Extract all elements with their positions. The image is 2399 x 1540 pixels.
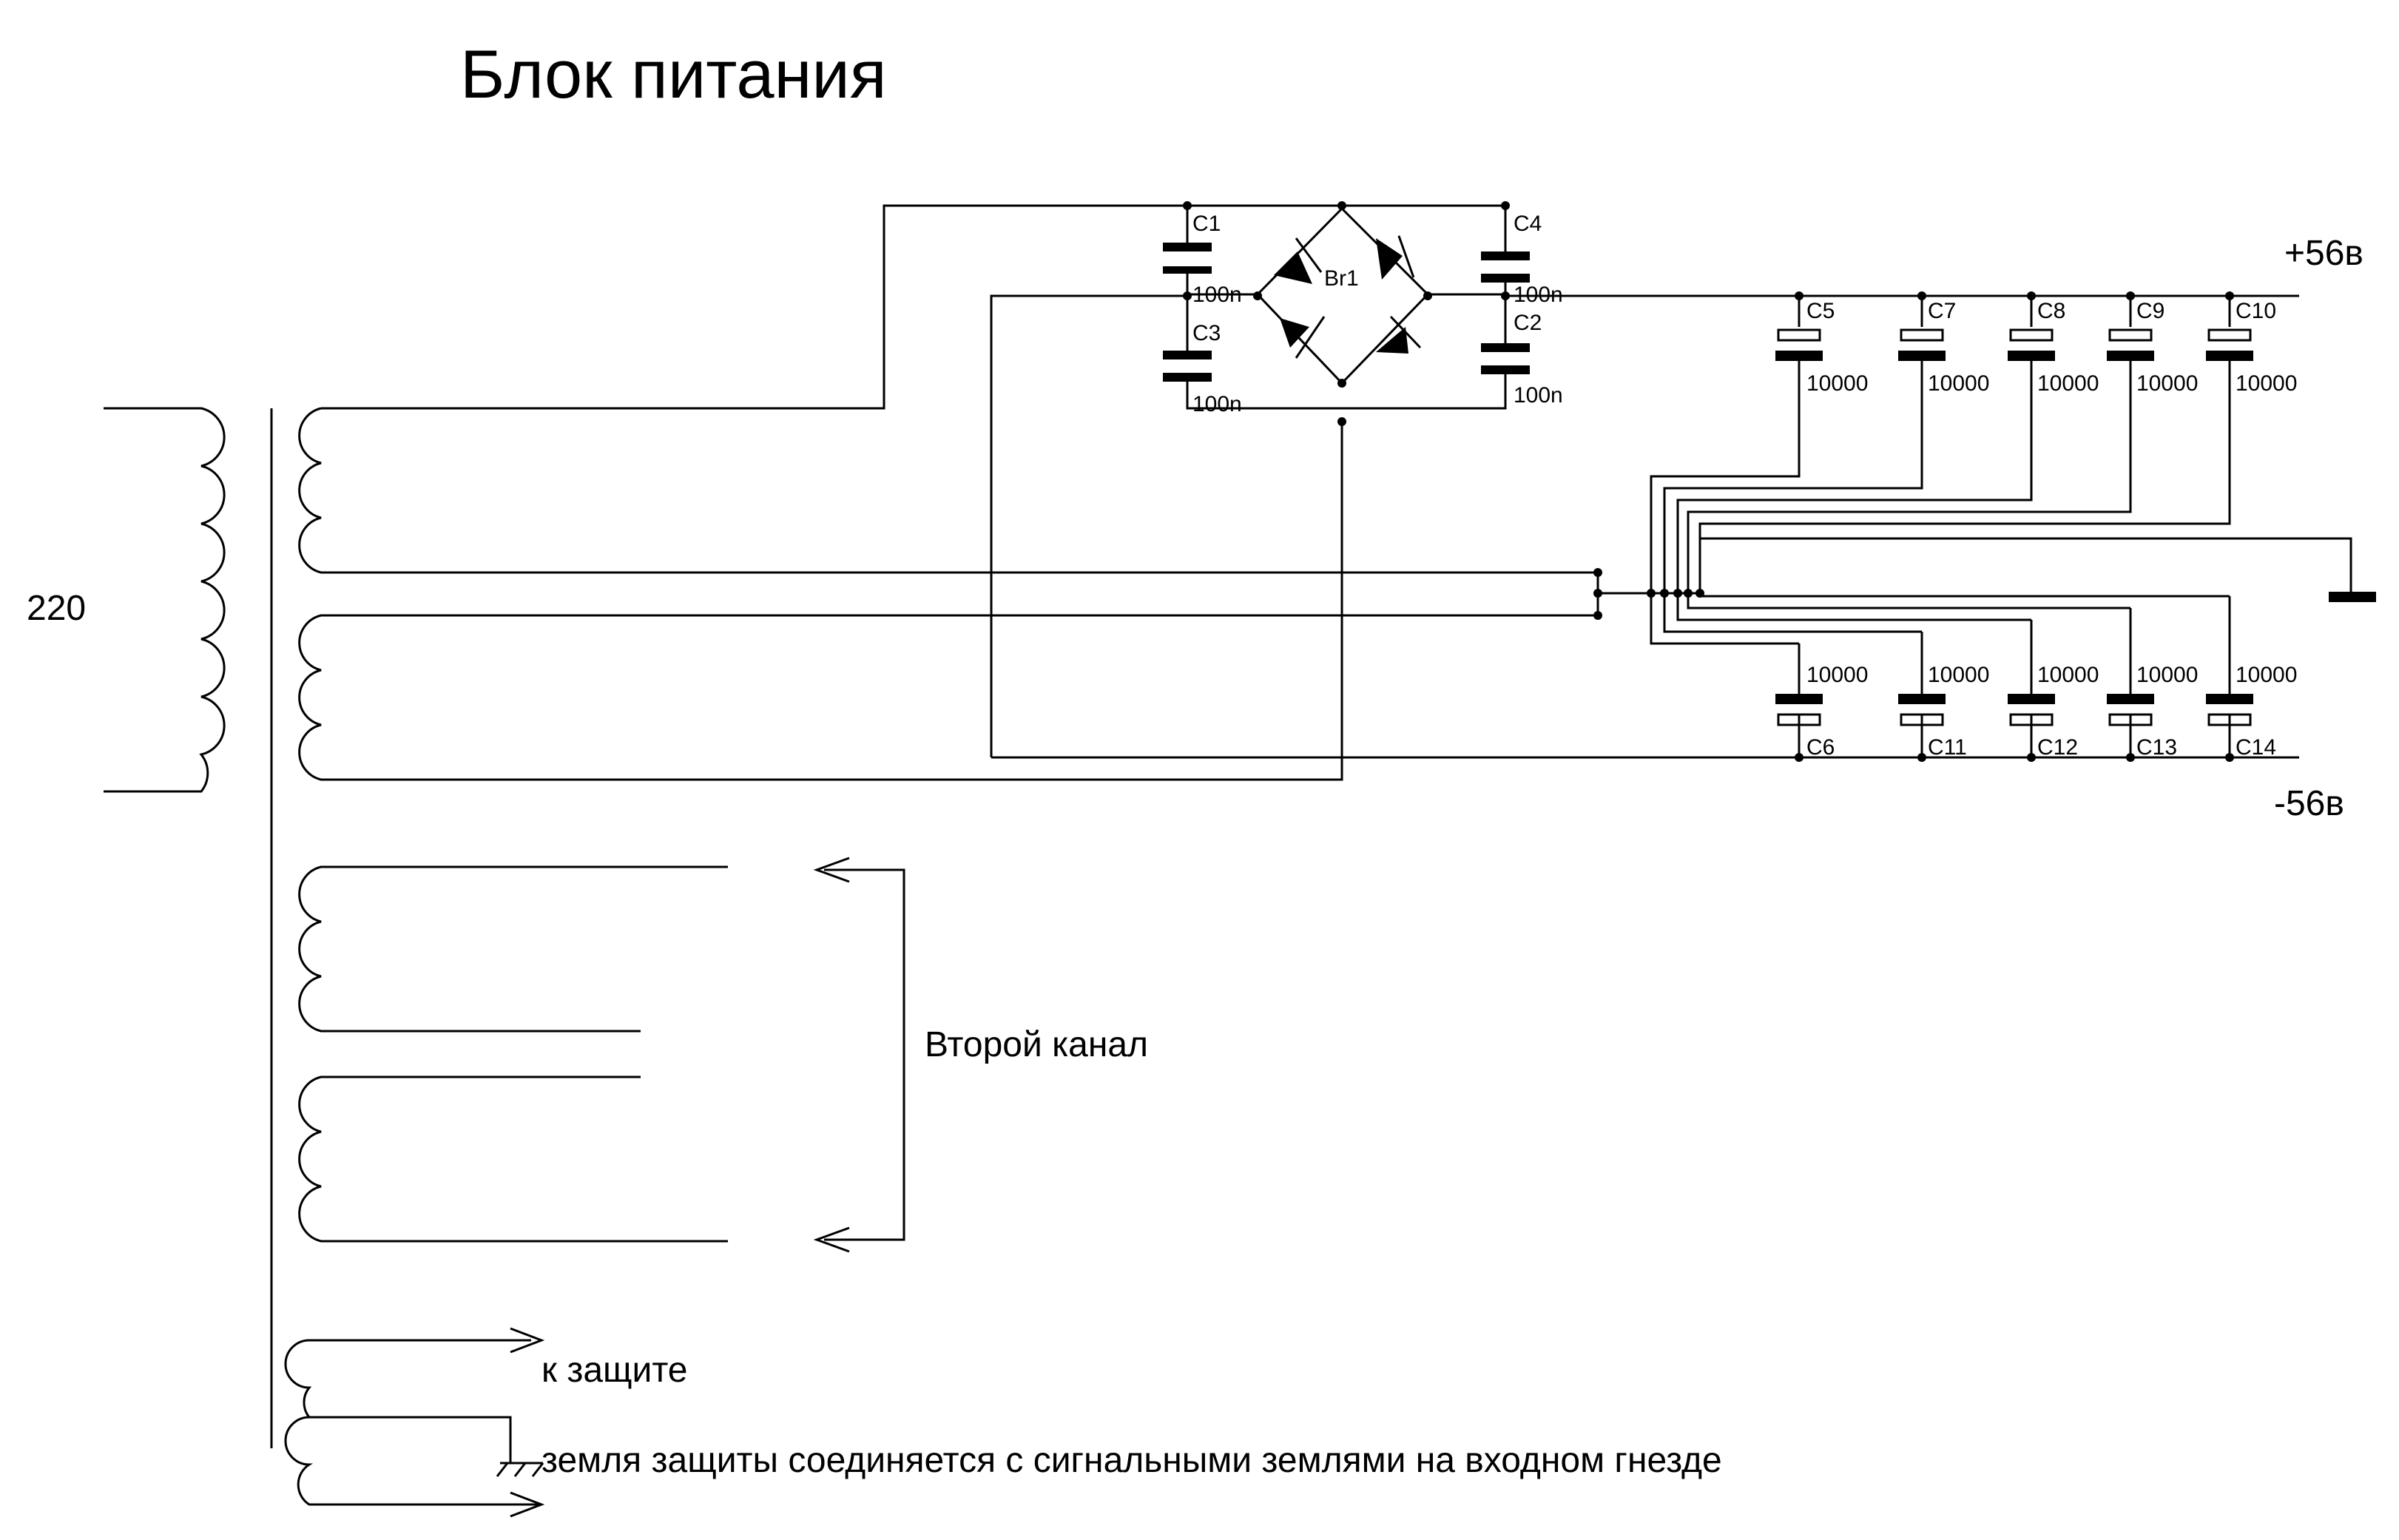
bottom-cap-bank bbox=[1775, 596, 2253, 757]
cap-value: 10000 bbox=[2037, 371, 2099, 396]
cap-ref: C1 bbox=[1192, 212, 1221, 236]
cap-ref: C4 bbox=[1514, 212, 1542, 236]
ground-symbol-icon bbox=[496, 1462, 544, 1477]
cap-value: 10000 bbox=[1806, 663, 1868, 687]
cap-ref: C13 bbox=[2136, 735, 2177, 760]
rail-negative-label: -56в bbox=[2274, 784, 2344, 823]
primary-winding bbox=[104, 407, 226, 793]
secondary-winding-lower bbox=[298, 422, 1598, 781]
cap-ref: C14 bbox=[2236, 735, 2276, 760]
arrow-icon bbox=[813, 857, 850, 883]
cap-ref: C7 bbox=[1928, 299, 1956, 323]
cap-ref: C11 bbox=[1928, 735, 1967, 760]
arrow-icon bbox=[813, 1226, 850, 1253]
cap-value: 10000 bbox=[1806, 371, 1868, 396]
cap-value: 10000 bbox=[1928, 663, 1989, 687]
cap-value: 10000 bbox=[2136, 663, 2198, 687]
input-filter-caps bbox=[1163, 206, 1530, 408]
cap-ref: C9 bbox=[2136, 299, 2165, 323]
second-channel-bracket bbox=[824, 868, 905, 1241]
cap-value: 100n bbox=[1514, 383, 1563, 408]
cap-value: 10000 bbox=[2236, 663, 2297, 687]
protection-winding-a bbox=[284, 1339, 531, 1463]
cap-value: 10000 bbox=[2236, 371, 2297, 396]
cap-ref: C2 bbox=[1514, 311, 1542, 335]
star-ground-wiring bbox=[1596, 459, 2376, 645]
to-protection-label: к защите bbox=[541, 1351, 687, 1390]
cap-ref: C3 bbox=[1192, 321, 1221, 345]
arrow-icon bbox=[510, 1327, 545, 1354]
rail-positive-label: +56в bbox=[2284, 234, 2363, 273]
secondary-winding-upper bbox=[298, 204, 1598, 574]
primary-voltage-label: 220 bbox=[27, 589, 86, 628]
top-cap-bank bbox=[1775, 296, 2253, 518]
cap-ref: C12 bbox=[2037, 735, 2078, 760]
cap-value: 10000 bbox=[2037, 663, 2099, 687]
transformer bbox=[104, 204, 1598, 1506]
feed-bridge-to-negative bbox=[990, 294, 1187, 757]
bridge-label: Br1 bbox=[1324, 266, 1359, 291]
junction-dots bbox=[1183, 201, 2234, 762]
second-channel-winding-a bbox=[298, 865, 728, 1033]
arrow-icon bbox=[510, 1491, 545, 1518]
second-channel-winding-b bbox=[298, 1075, 728, 1243]
cap-value: 10000 bbox=[1928, 371, 1989, 396]
diagram-title: Блок питания bbox=[460, 37, 887, 112]
protection-winding-b bbox=[284, 1416, 541, 1506]
cap-ref: C5 bbox=[1806, 299, 1835, 323]
cap-ref: C10 bbox=[2236, 299, 2276, 323]
cap-ref: C8 bbox=[2037, 299, 2065, 323]
second-channel-label: Второй канал bbox=[925, 1025, 1148, 1064]
ground-note-label: земля защиты соединяется с сигнальными з… bbox=[541, 1441, 1722, 1480]
cap-ref: C6 bbox=[1806, 735, 1835, 760]
cap-value: 100n bbox=[1192, 392, 1242, 416]
cap-value: 10000 bbox=[2136, 371, 2198, 396]
